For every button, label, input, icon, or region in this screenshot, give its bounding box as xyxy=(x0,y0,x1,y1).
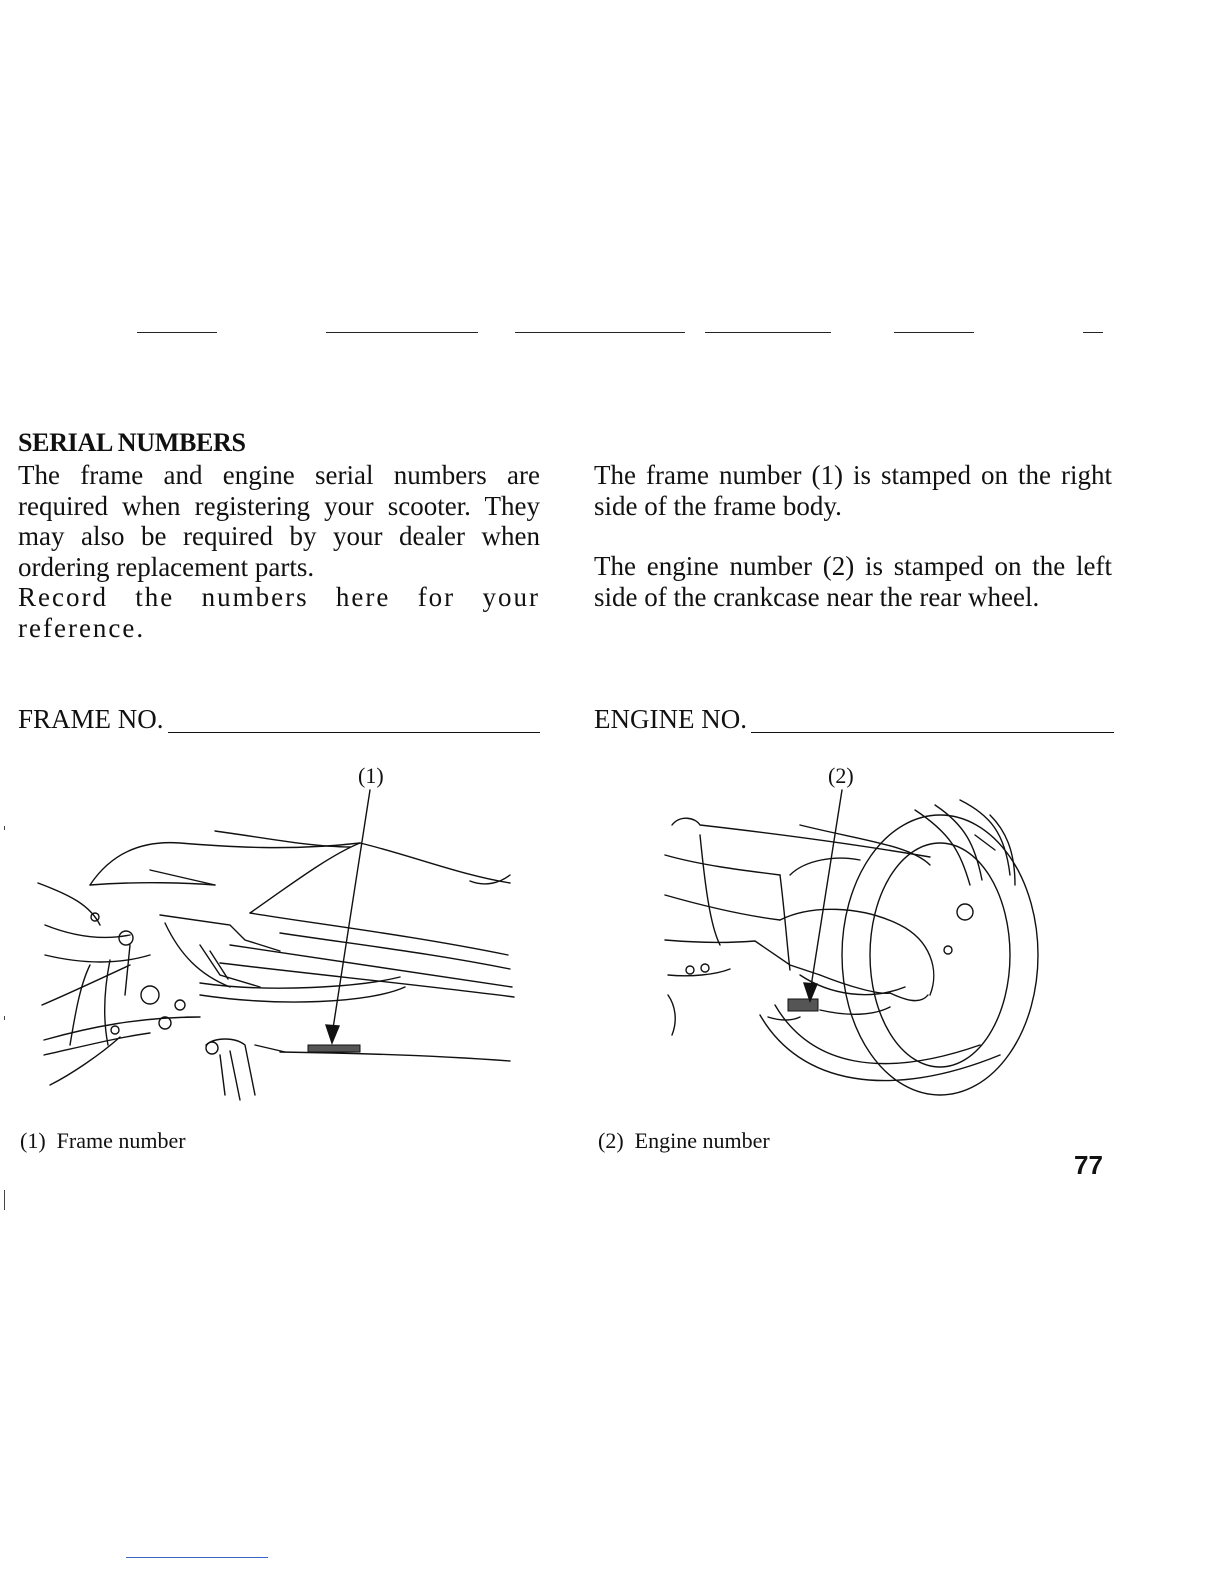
intro-paragraph: The frame and engine serial numbers are … xyxy=(18,460,540,582)
margin-mark xyxy=(4,826,5,830)
tab-rule xyxy=(1083,332,1103,333)
tab-rule xyxy=(894,332,974,333)
engine-number-blank xyxy=(750,731,1114,733)
frame-number-illustration: (1) xyxy=(37,763,515,1101)
margin-mark xyxy=(4,1016,5,1020)
frame-number-label: FRAME NO. xyxy=(18,704,164,734)
margin-mark xyxy=(4,1190,5,1210)
frame-callout-label: (1) xyxy=(358,763,384,788)
engine-number-illustration: (2) xyxy=(664,763,1039,1096)
page-number: 77 xyxy=(1074,1150,1103,1180)
record-paragraph: Record the numbers here for your referen… xyxy=(18,582,540,643)
frame-location-paragraph: The frame number (1) is stamped on the r… xyxy=(594,460,1112,521)
footer-rule xyxy=(126,1557,268,1558)
engine-number-label: ENGINE NO. xyxy=(594,704,747,734)
tab-rule xyxy=(326,332,478,333)
frame-figure-caption: (1) Frame number xyxy=(20,1128,186,1153)
engine-figure-caption: (2) Engine number xyxy=(598,1128,770,1153)
tab-rule xyxy=(137,332,217,333)
frame-number-field: FRAME NO. xyxy=(18,699,540,735)
engine-location-paragraph: The engine number (2) is stamped on the … xyxy=(594,551,1112,612)
tab-rule xyxy=(705,332,831,333)
section-heading: SERIAL NUMBERS xyxy=(18,428,246,457)
engine-number-field: ENGINE NO. xyxy=(594,699,1114,735)
engine-callout-label: (2) xyxy=(828,763,854,788)
frame-number-blank xyxy=(167,731,540,733)
tab-rule xyxy=(515,332,685,333)
